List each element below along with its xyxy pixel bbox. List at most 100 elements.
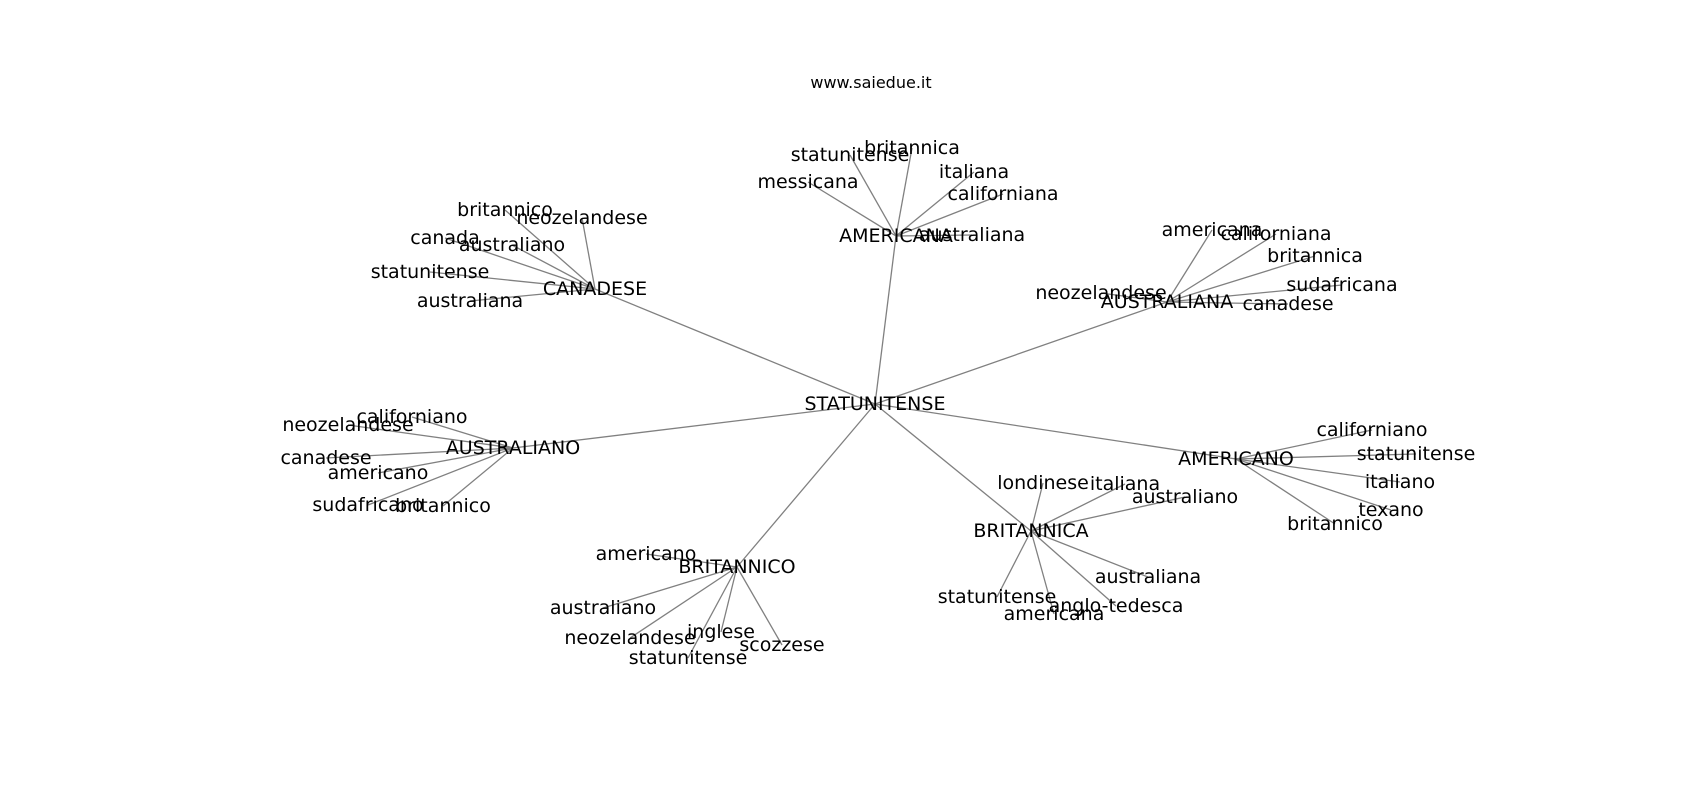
leaf-node-label: australiana	[919, 224, 1025, 246]
edge-britannico-to-inglese	[720, 566, 738, 633]
edge-australiana-to-americana	[1166, 229, 1213, 303]
edge-root-to-americana	[874, 235, 897, 405]
leaf-node-label: britannico	[1287, 513, 1383, 535]
edge-britannica-to-londinese	[1030, 482, 1044, 532]
edge-canadese-to-neozelandese	[581, 217, 596, 290]
leaf-node-label: australiano	[459, 234, 565, 256]
edge-canadese-to-australiana	[469, 288, 596, 302]
edge-americano-to-statunitense	[1235, 453, 1417, 460]
leaf-node-label: statunitense	[938, 586, 1057, 608]
edge-americana-to-statunitense	[849, 154, 897, 237]
edge-britannica-to-americana	[1030, 530, 1055, 615]
edge-britannica-to-italiana	[1030, 483, 1126, 532]
leaf-node-label: californiano	[356, 406, 467, 428]
leaf-node-label: scozzese	[739, 634, 824, 656]
edge-canadese-to-statunitense	[429, 271, 596, 290]
edge-canadese-to-australiano	[511, 244, 596, 290]
leaf-node-label: italiana	[1090, 473, 1160, 495]
edge-britannica-to-australiano	[1030, 496, 1186, 532]
edge-australiana-to-neozelandese	[1100, 292, 1168, 303]
edge-canadese-to-canada	[444, 237, 596, 290]
edge-australiano-to-californiano	[411, 416, 514, 449]
edge-americana-to-britannica	[895, 147, 913, 237]
edge-root-to-americano	[874, 403, 1237, 460]
edge-root-to-britannica	[874, 403, 1032, 532]
edge-root-to-canadese	[594, 288, 876, 405]
leaf-node-label: britannico	[457, 199, 553, 221]
root-node-label: STATUNITENSE	[805, 393, 946, 415]
edge-australiana-to-canadese	[1166, 301, 1289, 305]
hub-node-label: BRITANNICA	[973, 520, 1088, 542]
leaf-node-label: americano	[596, 543, 697, 565]
edge-britannico-to-statunitense	[687, 566, 738, 659]
label-layer: STATUNITENSECANADESEbritanniconeozelande…	[280, 137, 1475, 669]
leaf-node-label: canadese	[280, 447, 371, 469]
leaf-node-label: californiana	[1220, 223, 1331, 245]
edge-britannica-to-anglo-tedesca	[1030, 530, 1117, 607]
edge-root-to-australiano	[512, 403, 876, 449]
leaf-node-label: inglese	[687, 621, 755, 643]
edge-australiano-to-neozelandese	[347, 424, 514, 449]
leaf-node-label: messicana	[757, 171, 858, 193]
leaf-node-label: americana	[1004, 603, 1105, 625]
edge-britannico-to-australiano	[602, 566, 738, 609]
edge-root-to-australiana	[874, 301, 1168, 405]
edge-americano-to-californiano	[1235, 429, 1373, 460]
edge-americana-to-californiana	[895, 193, 1004, 237]
leaf-node-label: australiana	[1095, 566, 1201, 588]
leaf-node-label: australiano	[1132, 486, 1238, 508]
edge-americano-to-texano	[1235, 458, 1392, 511]
edge-americano-to-britannico	[1235, 458, 1336, 525]
edge-britannica-to-australiana	[1030, 530, 1149, 578]
edge-australiano-to-americano	[377, 447, 514, 474]
edge-canadese-to-britannico	[504, 209, 596, 290]
edge-americana-to-italiana	[895, 171, 975, 237]
leaf-node-label: americana	[1162, 219, 1263, 241]
leaf-node-label: canadese	[1242, 293, 1333, 315]
leaf-node-label: italiana	[939, 161, 1009, 183]
leaf-node-label: australiana	[417, 290, 523, 312]
leaf-node-label: britannica	[864, 137, 960, 159]
site-title: www.saiedue.it	[810, 73, 931, 92]
edge-americano-to-italiano	[1235, 458, 1401, 483]
edge-australiana-to-britannica	[1166, 255, 1316, 303]
leaf-node-label: italiano	[1365, 471, 1435, 493]
leaf-node-label: neozelandese	[282, 414, 413, 436]
leaf-node-label: texano	[1358, 499, 1423, 521]
leaf-node-label: statunitense	[791, 144, 910, 166]
edge-layer	[325, 147, 1417, 659]
hub-node-label: CANADESE	[543, 278, 647, 300]
leaf-node-label: neozelandese	[516, 207, 647, 229]
hub-node-label: AUSTRALIANA	[1101, 291, 1233, 313]
leaf-node-label: statunitense	[629, 647, 748, 669]
leaf-node-label: britannico	[395, 495, 491, 517]
leaf-node-label: californiano	[1316, 419, 1427, 441]
hub-node-label: AUSTRALIANO	[446, 437, 580, 459]
leaf-node-label: neozelandese	[1035, 282, 1166, 304]
hub-node-label: AMERICANA	[839, 225, 953, 247]
edge-root-to-britannico	[736, 403, 876, 568]
hub-node-label: BRITANNICO	[678, 556, 795, 578]
edge-britannica-to-statunitense	[996, 530, 1032, 598]
leaf-node-label: australiano	[550, 597, 656, 619]
leaf-node-label: neozelandese	[564, 627, 695, 649]
leaf-node-label: americano	[328, 462, 429, 484]
leaf-node-label: sudafricana	[1286, 274, 1397, 296]
edge-britannico-to-americano	[645, 553, 738, 568]
edge-britannico-to-neozelandese	[629, 566, 738, 639]
leaf-node-label: californiana	[947, 183, 1058, 205]
edge-australiana-to-californiana	[1166, 233, 1277, 303]
edge-australiano-to-canadese	[325, 447, 514, 459]
edge-australiana-to-sudafricana	[1166, 284, 1343, 303]
leaf-node-label: canada	[410, 227, 479, 249]
edge-britannico-to-scozzese	[736, 566, 783, 646]
edge-australiano-to-britannico	[442, 447, 514, 507]
leaf-node-label: londinese	[997, 472, 1089, 494]
leaf-node-label: britannica	[1267, 245, 1363, 267]
edge-australiano-to-sudafricano	[367, 447, 514, 506]
leaf-node-label: sudafricano	[312, 494, 423, 516]
edge-americana-to-australiana	[895, 234, 973, 237]
hub-node-label: AMERICANO	[1178, 448, 1294, 470]
edge-americana-to-messicana	[807, 181, 897, 237]
